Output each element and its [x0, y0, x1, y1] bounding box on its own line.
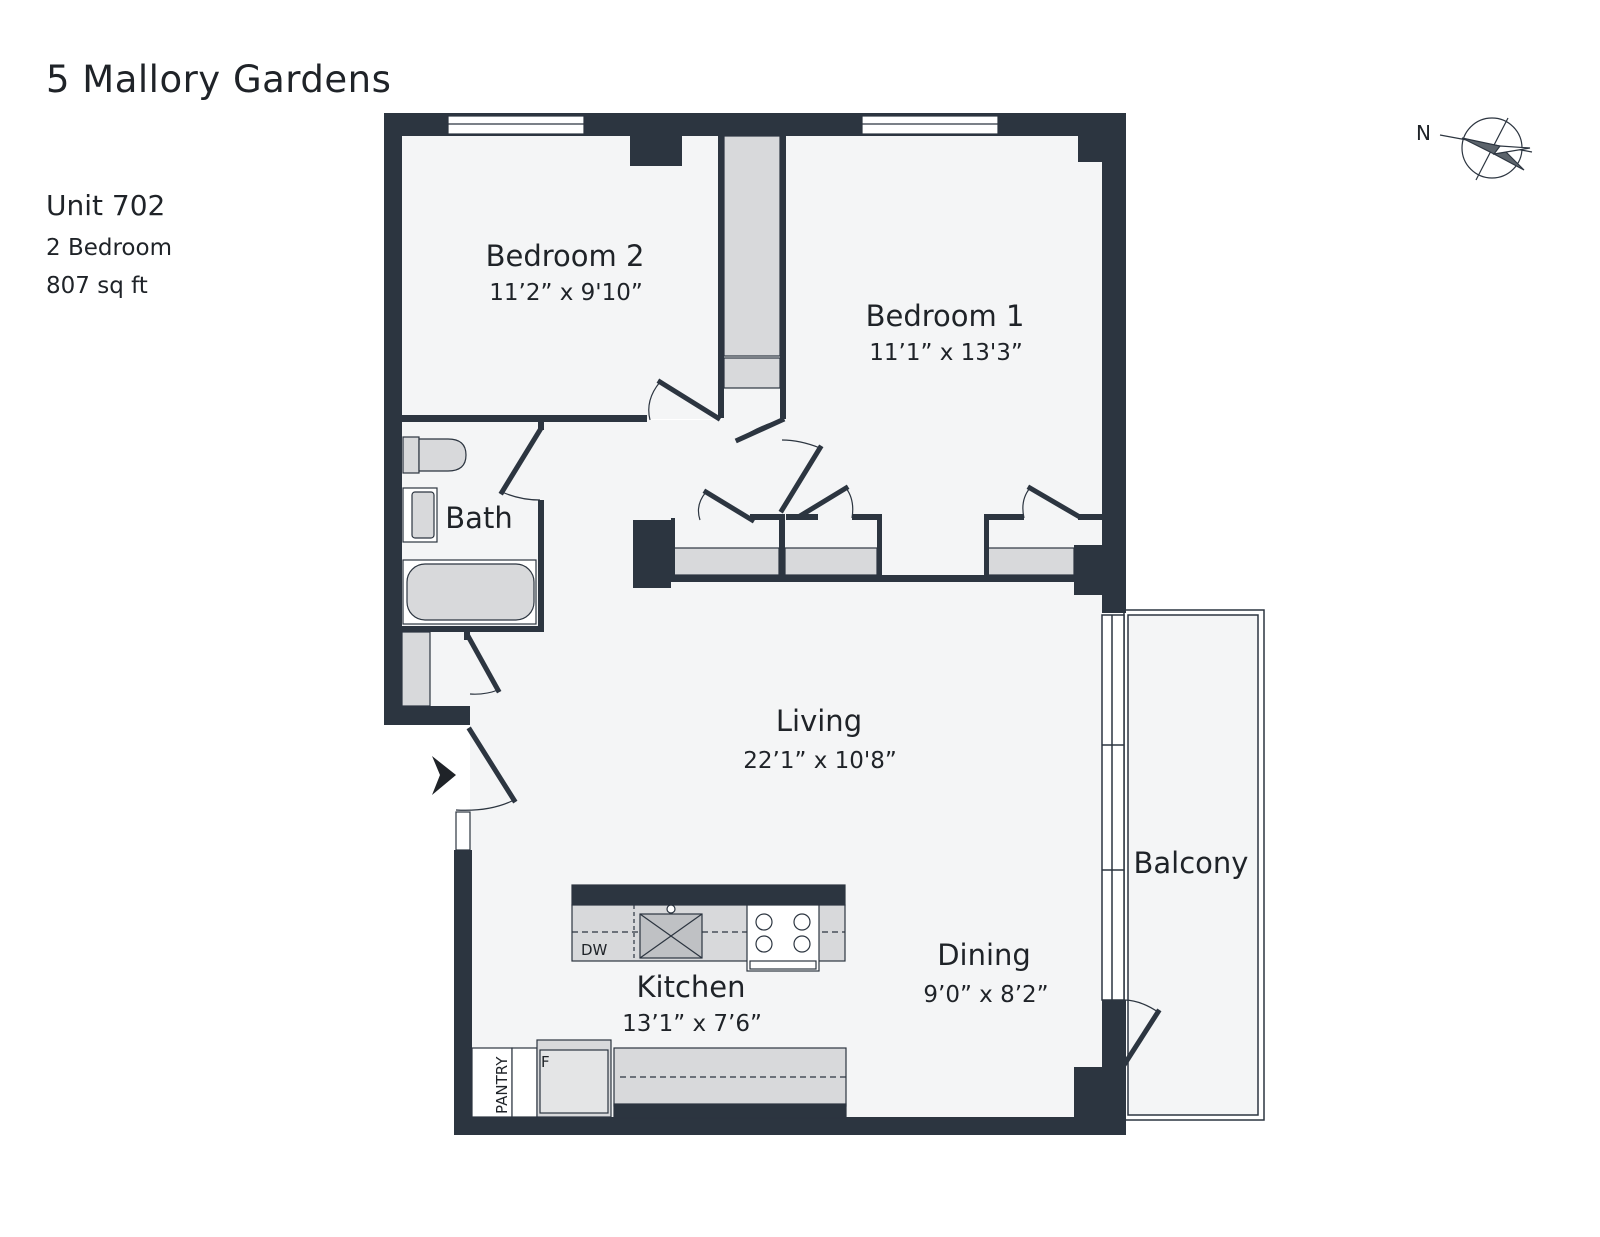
entry-arrow-icon — [432, 756, 456, 795]
kitchen-island — [571, 884, 846, 972]
kitchen-dims: 13’1” x 7’6” — [622, 1011, 762, 1037]
compass-icon — [1439, 117, 1533, 181]
closets — [401, 135, 1075, 707]
bath-label: Bath — [445, 501, 512, 535]
bedroom-2-dims: 11’2” x 9'10” — [489, 280, 643, 306]
dishwasher-label: DW — [581, 941, 608, 959]
pantry-label: PANTRY — [493, 1056, 511, 1114]
compass-north-label: N — [1416, 121, 1431, 145]
kitchen-back-counter — [471, 1039, 847, 1119]
hall-closet-tall — [723, 135, 781, 357]
door-arcs — [455, 381, 1159, 1013]
dining-label: Dining — [937, 938, 1031, 972]
bedroom-1-floor — [786, 136, 1102, 576]
entry-closet-shelf — [401, 631, 431, 707]
living-floor — [470, 578, 1102, 1118]
windows — [447, 115, 999, 851]
toilet-bowl — [418, 438, 467, 472]
closet-1 — [670, 547, 780, 576]
square-footage: 807 sq ft — [46, 273, 148, 299]
closet-2 — [784, 547, 878, 576]
room-labels: Bedroom 2 11’2” x 9'10” Bedroom 1 11’1” … — [445, 239, 1248, 1037]
balcony-floor — [1127, 614, 1259, 1116]
property-title: 5 Mallory Gardens — [46, 58, 392, 101]
door-swings — [464, 378, 1162, 1069]
living-label: Living — [776, 704, 862, 738]
bedroom-1-dims: 11’1” x 13'3” — [869, 340, 1023, 366]
balcony-sliding-door — [1101, 614, 1125, 1001]
unit-number: Unit 702 — [46, 189, 166, 222]
balcony-label: Balcony — [1134, 846, 1249, 880]
dining-dims: 9’0” x 8’2” — [923, 982, 1048, 1008]
bedroom-count: 2 Bedroom — [46, 235, 172, 261]
bedroom-2-floor — [402, 136, 722, 419]
pantry — [471, 1047, 513, 1118]
bedroom-2-label: Bedroom 2 — [486, 239, 645, 273]
toilet-tank — [402, 436, 420, 474]
bathtub-inner — [406, 563, 535, 621]
bedroom-1-label: Bedroom 1 — [866, 299, 1025, 333]
fridge-label: F — [541, 1053, 550, 1071]
living-dims: 22’1” x 10'8” — [743, 748, 897, 774]
closet-3 — [987, 547, 1075, 576]
linen-shelf — [723, 357, 781, 389]
bath-fixtures — [402, 436, 537, 625]
kitchen-label: Kitchen — [637, 970, 746, 1004]
sink — [411, 491, 435, 539]
